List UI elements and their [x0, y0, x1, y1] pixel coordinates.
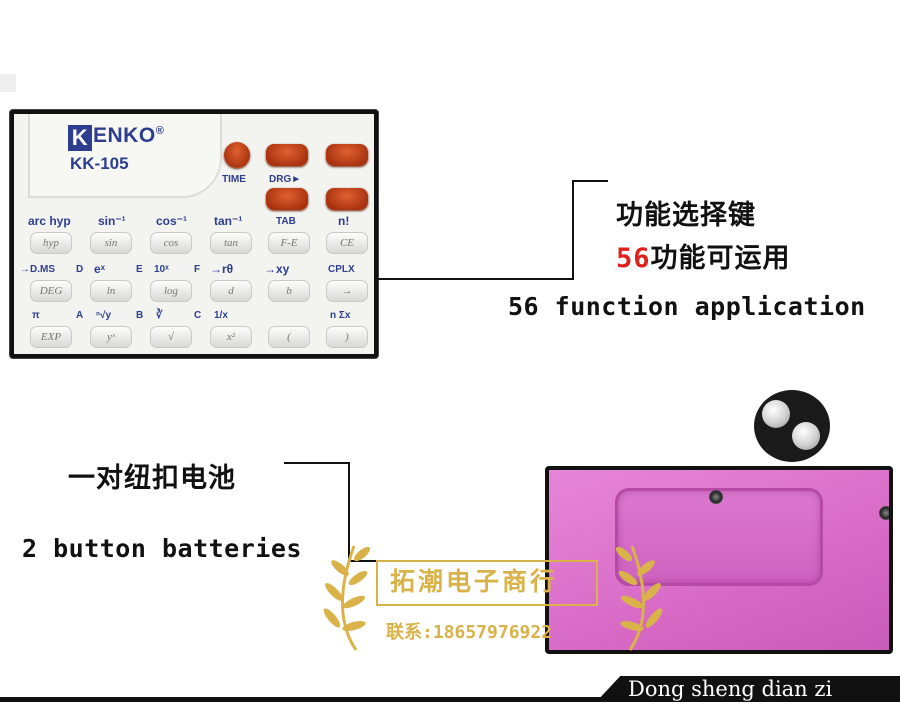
brand-k: K	[68, 125, 92, 151]
fn-label: ∛	[156, 310, 163, 321]
fn-label: n!	[338, 214, 350, 228]
callout-line-bottom-top	[284, 462, 350, 464]
key: √	[150, 326, 192, 348]
key: CE	[326, 232, 368, 254]
brand-panel	[28, 114, 222, 198]
fn-label: →D.MS	[20, 264, 55, 275]
brand-reg-mark: ®	[155, 125, 165, 137]
fn-label: F	[194, 264, 201, 275]
callout-line-top-stub	[572, 180, 608, 182]
fn-label: n Σx	[330, 310, 351, 321]
fn-label: CPLX	[328, 264, 355, 275]
key: F-E	[268, 232, 310, 254]
orange-key-2	[266, 144, 308, 166]
model-number: KK-105	[70, 154, 129, 173]
fn-label: eˣ	[94, 262, 106, 276]
function-count-title: 56功能可运用	[616, 236, 791, 275]
battery-title: 一对纽扣电池	[68, 463, 236, 494]
key: log	[150, 280, 192, 302]
laurel-left-icon	[323, 545, 371, 651]
orange-key-3	[326, 144, 368, 166]
fn-label: A	[76, 310, 84, 321]
key: ln	[90, 280, 132, 302]
key: yˣ	[90, 326, 132, 348]
key: hyp	[30, 232, 72, 254]
coin-cell	[792, 422, 820, 450]
battery-caption-english: 2 button batteries	[22, 534, 302, 563]
fn-label: 10ˣ	[154, 264, 169, 275]
footer-tab	[596, 676, 900, 702]
corner-mark	[0, 74, 16, 92]
callout-line-top-vertical	[572, 180, 574, 280]
fn-label: D	[76, 264, 84, 275]
watermark-contact: 联系:18657976922	[386, 622, 553, 643]
fn-label: →xy	[264, 262, 290, 276]
coin-cell	[762, 400, 790, 428]
function-count-number: 56	[616, 243, 651, 274]
callout-line-top-horizontal	[374, 278, 574, 280]
fn-label: E	[136, 264, 143, 275]
time-label: TIME	[222, 174, 246, 185]
fn-label: arc hyp	[28, 214, 71, 228]
drg-label: DRG►	[269, 174, 302, 185]
fn-label: C	[194, 310, 202, 321]
key: DEG	[30, 280, 72, 302]
key: →	[326, 280, 368, 302]
function-count-text: 功能可运用	[650, 243, 791, 274]
orange-key-5	[326, 188, 368, 210]
key: sin	[90, 232, 132, 254]
orange-key-1	[224, 142, 250, 168]
function-caption-english: 56 function application	[508, 292, 866, 321]
watermark-frame	[376, 560, 598, 606]
function-keys-title: 功能选择键	[616, 200, 756, 231]
watermark-store-name: 拓潮电子商行	[390, 567, 559, 596]
footer-bar	[0, 697, 900, 702]
fn-label: B	[136, 310, 144, 321]
orange-key-4	[266, 188, 308, 210]
laurel-right-icon	[615, 545, 663, 651]
fn-label: cos⁻¹	[156, 214, 188, 228]
key: x²	[210, 326, 252, 348]
coin-cell-icon	[754, 390, 830, 462]
fn-label: 1/x	[214, 310, 228, 321]
fn-label: TAB	[276, 216, 296, 227]
key: b	[268, 280, 310, 302]
key: tan	[210, 232, 252, 254]
key: )	[326, 326, 368, 348]
screw-icon	[709, 490, 723, 504]
key: d	[210, 280, 252, 302]
fn-label: π	[32, 310, 40, 321]
fn-label: sin⁻¹	[98, 214, 126, 228]
fn-label: →rθ	[210, 262, 234, 276]
key: (	[268, 326, 310, 348]
key: cos	[150, 232, 192, 254]
key: EXP	[30, 326, 72, 348]
screw-icon	[879, 506, 889, 520]
callout-line-bottom-vertical	[348, 462, 350, 562]
fn-label: tan⁻¹	[214, 214, 243, 228]
brand-letters: ENKO	[93, 124, 156, 147]
fn-label: ⁿ√y	[96, 310, 112, 321]
footer-brand-text: Dong sheng dian zi	[628, 677, 833, 701]
